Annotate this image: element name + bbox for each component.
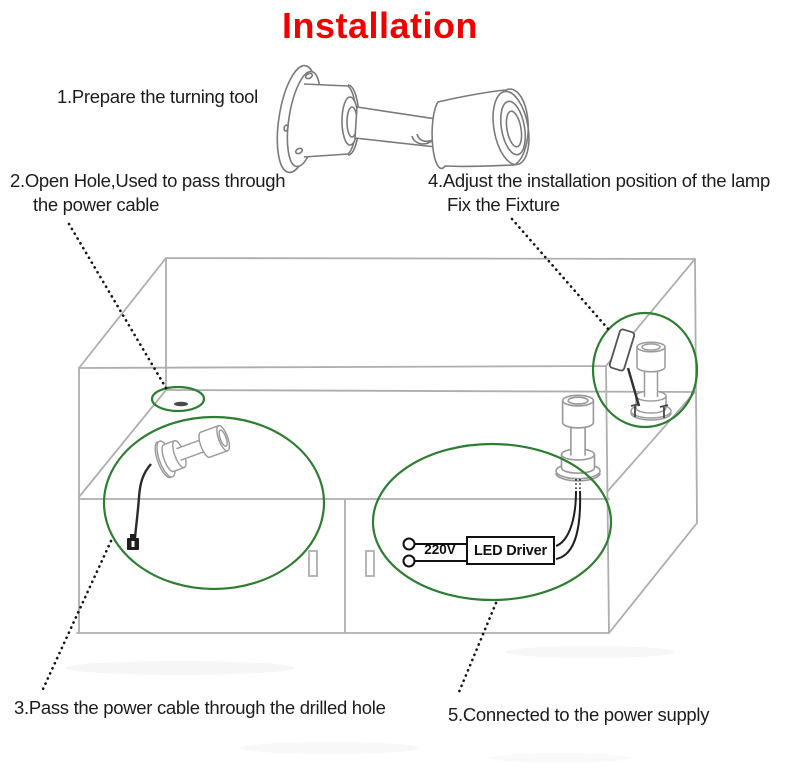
counter-back-edge [165,389,696,393]
cabinet-bottom-edges [76,522,698,634]
step-4-label: 4.Adjust the installation position of th… [428,170,771,191]
mains-terminals [402,537,466,568]
callout-step2 [67,222,168,390]
cabinet-back-edges [165,257,698,524]
step-2-label-line2: the power cable [33,194,160,215]
callout-step4 [510,217,611,332]
middle-lamp-icon [555,394,601,560]
callout-lines [41,217,611,694]
step-3-label: 3.Pass the power cable through the drill… [14,697,386,718]
drill-hole [174,401,188,407]
flange-screw-hole [283,124,289,132]
left-lamp-highlight-circle [102,415,326,591]
right-lamp-icon [608,328,672,421]
flange-screw-hole [294,147,304,155]
terminal-circle [402,554,416,568]
step-4-label-line2: Fix the Fixture [447,194,560,215]
lamp-wire [555,490,582,560]
highlight-circles [102,311,699,602]
callout-step3 [41,539,113,691]
driver-highlight-circle [371,442,613,602]
cabinet-top-face [78,257,696,369]
power-cable [133,463,152,539]
terminal-circle [402,537,416,551]
step-2-label: 2.Open Hole,Used to pass through [10,170,286,191]
screwdriver-icon [608,328,641,407]
turning-tool-icon [276,64,530,174]
lamp-wire-dotted [575,479,581,491]
door-handle-right [365,550,375,577]
callout-step5 [457,601,498,694]
left-lamp-icon [127,424,231,550]
door-handle-left [308,550,318,577]
lamp-wire [555,490,577,547]
page-title: Installation [281,5,479,46]
voltage-label: 220V [424,542,456,557]
glass-bottom-slants [78,389,696,498]
led-driver-box: LED Driver [466,536,555,565]
hole-highlight-circle [150,385,206,413]
flange-screw-hole [304,72,314,80]
display-cabinet [76,257,698,634]
fixture-highlight-circle [591,311,699,429]
cable-plug [127,534,139,550]
step-1-label: 1.Prepare the turning tool [57,86,258,107]
step-5-label: 5.Connected to the power supply [448,704,710,725]
